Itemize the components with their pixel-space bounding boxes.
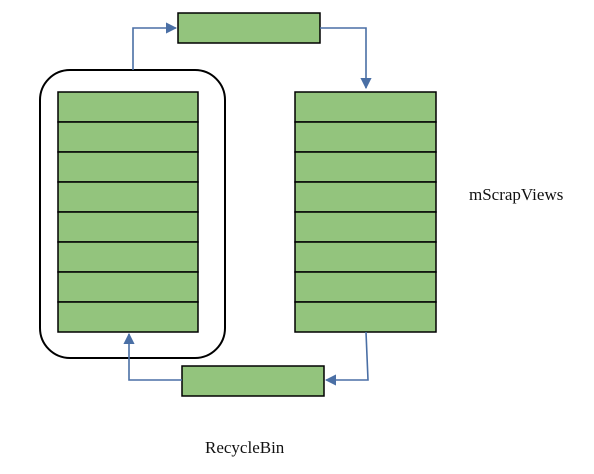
scrap-views-stack <box>294 91 437 333</box>
recycle-bin-label: RecycleBin <box>205 438 285 457</box>
scrap-views-cell-6 <box>294 241 437 273</box>
top-transfer-cell <box>177 12 321 44</box>
scrap-views-cell-2 <box>294 121 437 153</box>
recycle-bin-cell-8 <box>57 301 199 333</box>
arrow-bottom-to-left <box>123 332 182 381</box>
scrap-views-cell-7 <box>294 271 437 303</box>
bottom-transfer-cell <box>181 365 325 397</box>
recycle-bin-cell-4 <box>57 181 199 213</box>
recycle-bin-cell-3 <box>57 151 199 183</box>
scrap-views-cell-4 <box>294 181 437 213</box>
scrap-views-cell-5 <box>294 211 437 243</box>
recycle-bin-cell-6 <box>57 241 199 273</box>
recycle-bin-cell-1 <box>57 91 199 123</box>
recycle-bin-cell-2 <box>57 121 199 153</box>
scrap-views-cell-3 <box>294 151 437 183</box>
arrow-left-to-top <box>132 22 178 70</box>
scrap-views-cell-8 <box>294 301 437 333</box>
scrap-views-cell-1 <box>294 91 437 123</box>
recycle-bin-cell-5 <box>57 211 199 243</box>
scrap-views-label: mScrapViews <box>469 185 564 204</box>
recycle-bin-cell-7 <box>57 271 199 303</box>
arrow-right-to-bottom <box>324 331 369 386</box>
recycle-bin-stack <box>57 91 199 333</box>
arrow-top-to-right <box>320 27 372 90</box>
